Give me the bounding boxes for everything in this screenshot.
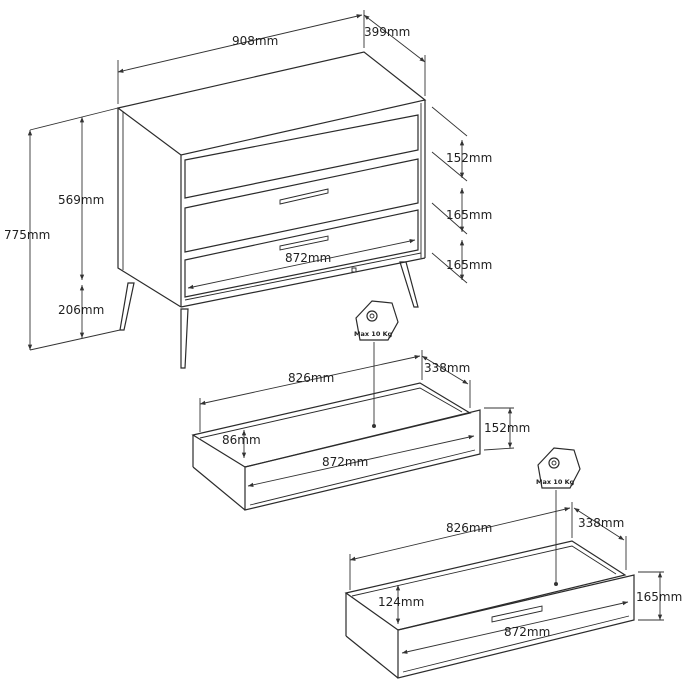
cabinet-width-label: 908mm xyxy=(232,34,278,48)
drawer-small-front-width-label: 872mm xyxy=(322,455,368,469)
drawer-large-load-label: Max 10 Kg xyxy=(536,478,575,486)
drawer-2-front xyxy=(184,158,419,253)
weight-icon: Max 10 Kg xyxy=(536,447,581,489)
drawer-small-inner-depth-label: 338mm xyxy=(424,361,470,375)
drawer-small-front-height-label: 152mm xyxy=(484,421,530,435)
cabinet-inner-width-label: 872mm xyxy=(285,251,331,265)
leg xyxy=(399,261,419,308)
drawer-large-front-width-label: 872mm xyxy=(504,625,550,639)
drawer-small-load-label: Max 10 Kg xyxy=(354,330,393,338)
drawer-large-front-height-label: 165mm xyxy=(636,590,682,604)
drawer-handle xyxy=(279,188,329,205)
drawer-bottom-height-label: 165mm xyxy=(446,258,492,272)
drawer-handle xyxy=(491,605,543,623)
leg xyxy=(119,282,135,331)
drawer-1-front xyxy=(184,114,419,199)
cabinet xyxy=(116,51,427,369)
drawer-large-opening xyxy=(344,540,627,631)
drawer-top-height-label: 152mm xyxy=(446,151,492,165)
drawer-small-inner-height-label: 86mm xyxy=(222,433,261,447)
cabinet-body-height-label: 569mm xyxy=(58,193,104,207)
drawer-small: Max 10 Kg 826mm 338mm 86mm 152mm 872mm xyxy=(191,300,530,511)
cabinet-total-height-label: 775mm xyxy=(4,228,50,242)
drawer-large: Max 10 Kg 826mm 338mm 124mm 165mm 872mm xyxy=(344,447,682,679)
drawer-large-inner-width-label: 826mm xyxy=(446,521,492,535)
cabinet-top xyxy=(116,51,427,156)
drawer-small-front xyxy=(244,409,481,511)
drawer-mid-height-label: 165mm xyxy=(446,208,492,222)
cabinet-depth-label: 399mm xyxy=(364,25,410,39)
drawer-large-inner-height-label: 124mm xyxy=(378,595,424,609)
cabinet-leg-height-label: 206mm xyxy=(58,303,104,317)
cabinet-dimensions: 908mm 399mm 775mm 569mm 206mm 152mm 165m… xyxy=(4,10,492,351)
cabinet-side xyxy=(117,108,182,308)
weight-icon: Max 10 Kg xyxy=(354,300,399,341)
drawer-3-front xyxy=(184,209,419,298)
drawer-small-inner-width-label: 826mm xyxy=(288,371,334,385)
leg xyxy=(180,308,189,369)
drawer-large-front xyxy=(397,574,635,679)
drawer-large-inner-depth-label: 338mm xyxy=(578,516,624,530)
